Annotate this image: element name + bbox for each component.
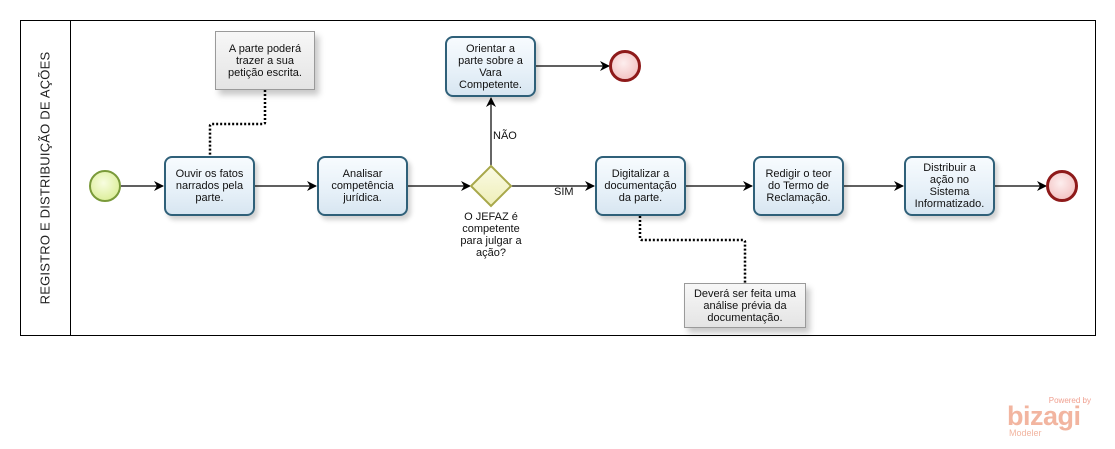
task-label-line: competência	[331, 180, 394, 192]
task-label-line: da parte.	[618, 192, 663, 204]
task-label-line: Vara	[479, 66, 502, 79]
task-label-line: ação no	[929, 174, 970, 186]
lane-header	[20, 20, 71, 336]
gateway-question: O JEFAZ é competente para julgar a ação?	[451, 211, 531, 259]
annotation-line: A parte poderá	[228, 42, 302, 55]
task-redigir-termo[interactable]: Redigir o teor do Termo de Reclamação.	[753, 156, 844, 216]
bizagi-watermark: Powered by bizagi Modeler	[1005, 396, 1095, 440]
annotation-peticao[interactable]: A parte poderá trazer a sua petição escr…	[215, 31, 315, 90]
task-label-line: Orientar a	[466, 42, 515, 55]
task-distribuir-acao[interactable]: Distribuir a ação no Sistema Informatiza…	[904, 156, 995, 216]
task-label-line: parte sobre a	[458, 54, 523, 67]
annotation-line: trazer a sua	[235, 54, 295, 67]
start-event[interactable]	[89, 170, 121, 202]
task-label-line: do Termo de	[768, 180, 829, 192]
end-event-main[interactable]	[1046, 170, 1078, 202]
task-label-line: jurídica.	[343, 192, 382, 204]
task-label-line: Redigir o teor	[765, 168, 832, 180]
task-label-line: Competente.	[459, 78, 522, 91]
gateway-question-line: para julgar a	[460, 235, 522, 247]
task-label-line: Informatizado.	[914, 198, 985, 210]
task-label-line: documentação	[604, 180, 677, 192]
task-label-line: parte.	[195, 192, 224, 204]
exclusive-gateway[interactable]	[469, 164, 513, 208]
task-label-line: Reclamação.	[766, 192, 831, 204]
association-analise[interactable]	[638, 216, 747, 283]
watermark-product: Modeler	[1009, 428, 1042, 438]
task-digitalizar-documentacao[interactable]: Digitalizar a documentação da parte.	[595, 156, 686, 216]
task-label-line: Sistema	[929, 186, 970, 198]
annotation-line: Deverá ser feita uma	[693, 287, 797, 300]
flow-label-yes: SIM	[554, 186, 574, 198]
gateway-question-line: ação?	[476, 247, 506, 259]
task-ouvir-fatos[interactable]: Ouvir os fatos narrados pela parte.	[164, 156, 255, 216]
annotation-line: petição escrita.	[228, 66, 302, 79]
annotation-line: documentação.	[707, 311, 783, 324]
association-peticao[interactable]	[208, 90, 267, 156]
watermark-brand-logo: bizagi	[1007, 401, 1081, 431]
task-label-line: Ouvir os fatos	[175, 168, 244, 180]
gateway-question-line: O JEFAZ é	[464, 211, 518, 223]
gateway-question-line: competente	[462, 223, 520, 235]
pool	[20, 20, 1096, 336]
task-label-line: Analisar	[342, 168, 383, 180]
task-analisar-competencia[interactable]: Analisar competência jurídica.	[317, 156, 408, 216]
task-label-line: Distribuir a	[923, 162, 976, 174]
end-event-top[interactable]	[609, 50, 641, 82]
task-label-line: Digitalizar a	[611, 168, 670, 180]
task-orientar-parte[interactable]: Orientar a parte sobre a Vara Competente…	[445, 36, 536, 97]
annotation-analise[interactable]: Deverá ser feita uma análise prévia da d…	[684, 283, 806, 328]
watermark-powered-by: Powered by	[1048, 396, 1091, 405]
task-label-line: narrados pela	[175, 180, 244, 192]
annotation-line: análise prévia da	[703, 299, 787, 312]
flow-label-no: NÃO	[493, 130, 517, 142]
